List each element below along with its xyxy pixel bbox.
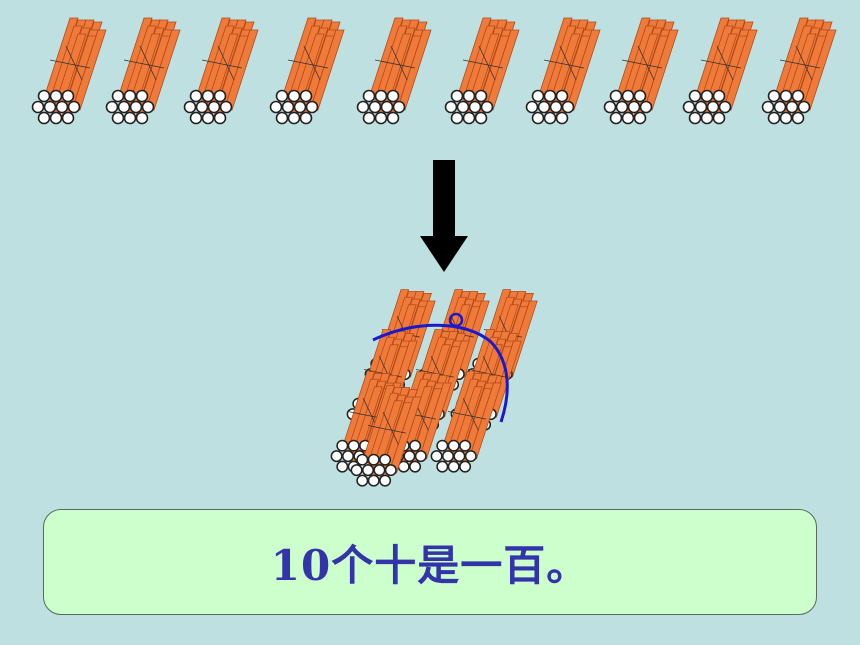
stick-bundle-icon — [761, 17, 837, 125]
stick-bundle-icon — [356, 17, 432, 125]
stick-bundle-icon — [269, 17, 345, 125]
hundred-bundle-icon — [330, 288, 538, 487]
stick-bundle-icon — [444, 17, 520, 125]
stick-bundle-icon — [603, 17, 679, 125]
stick-bundle-icon — [682, 17, 758, 125]
stick-bundle-icon — [183, 17, 259, 125]
down-arrow-icon — [420, 160, 468, 272]
caption-text: 10个十是一百。 — [270, 540, 590, 590]
caption-box: 10个十是一百。 — [43, 509, 817, 615]
stick-bundle-icon — [525, 17, 601, 125]
ten-stick-bundles-row — [0, 10, 860, 135]
stick-bundle-icon — [31, 17, 107, 125]
stick-bundle-icon — [105, 17, 181, 125]
